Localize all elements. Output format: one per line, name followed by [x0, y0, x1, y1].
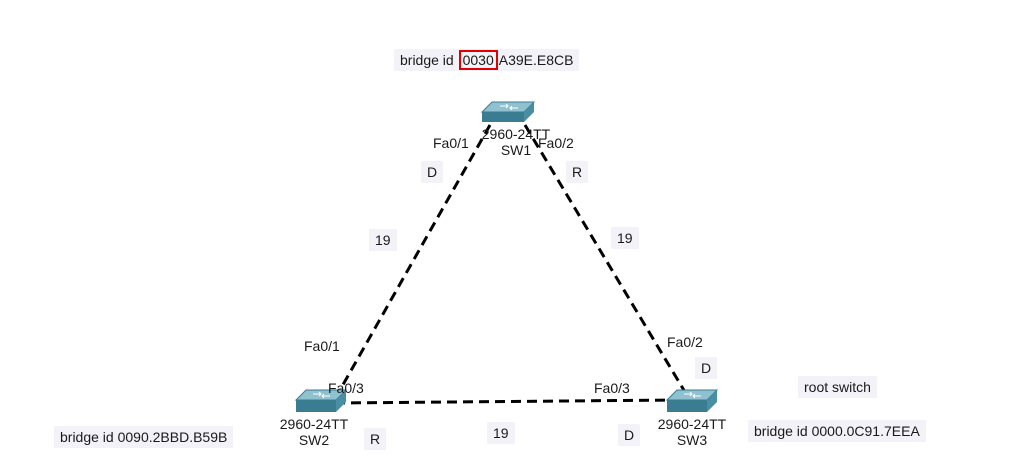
bridge-id-sw2: bridge id 0090.2BBD.B59B: [54, 426, 234, 448]
link-sw1-sw2: [338, 124, 492, 391]
port-label: Fa0/3: [328, 380, 364, 396]
switch-name: SW3: [676, 432, 708, 448]
bridge-priority-highlight: 0030: [458, 50, 498, 70]
root-switch-label: root switch: [798, 376, 877, 398]
link-sw2-sw3: [334, 398, 681, 405]
bridge-id-sw3: bridge id 0000.0C91.7EEA: [748, 420, 926, 442]
port-label: Fa0/2: [538, 135, 574, 151]
switch-model: 2960-24TT: [279, 416, 349, 432]
port-role: D: [695, 357, 718, 379]
link-cost: 19: [611, 227, 639, 249]
port-label: Fa0/1: [433, 135, 469, 151]
switch-icon[interactable]: [480, 101, 536, 122]
switch-model: 2960-24TT: [481, 126, 551, 142]
link-sw1-sw3: [523, 124, 687, 393]
switch-icon[interactable]: [294, 389, 348, 412]
switch-label-sw2: 2960-24TT SW2: [276, 416, 352, 448]
port-label: Fa0/1: [304, 338, 340, 354]
switch-model: 2960-24TT: [657, 416, 727, 432]
link-cost: 19: [369, 229, 397, 251]
bridge-id-mac: A39E.E8CB: [498, 52, 574, 68]
bridge-id-label: bridge id: [400, 52, 454, 68]
port-role: D: [618, 424, 641, 446]
switch-name: SW1: [500, 142, 532, 158]
port-role: R: [566, 161, 589, 183]
port-role: R: [364, 428, 387, 450]
switch-label-sw3: 2960-24TT SW3: [652, 416, 732, 448]
switch-name: SW2: [298, 432, 330, 448]
link-cost: 19: [487, 422, 515, 444]
port-label: Fa0/2: [667, 334, 703, 350]
port-label: Fa0/3: [594, 380, 630, 396]
port-role: D: [421, 161, 444, 183]
switch-icon[interactable]: [665, 389, 719, 412]
switch-label-sw1: 2960-24TT SW1: [476, 126, 556, 158]
